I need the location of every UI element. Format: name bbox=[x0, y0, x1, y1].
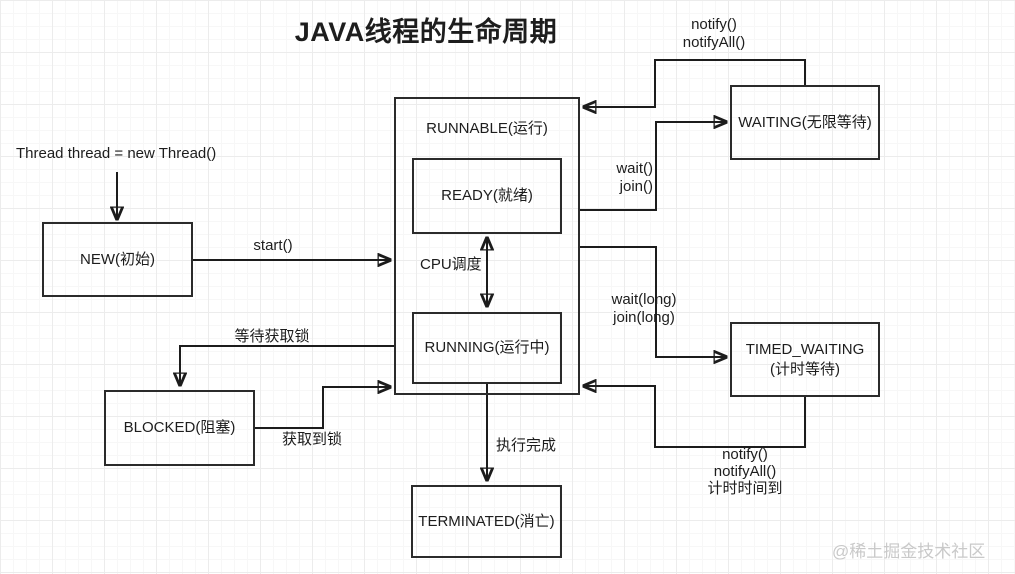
watermark: @稀土掘金技术社区 bbox=[832, 542, 986, 561]
edge-wait-for-lock-arrow bbox=[180, 345, 394, 385]
node-running: RUNNING(运行中) bbox=[412, 312, 562, 384]
node-ready-label: READY(就绪) bbox=[441, 187, 533, 204]
node-timed-waiting-label: TIMED_WAITING(计时等待) bbox=[745, 340, 865, 378]
node-waiting: WAITING(无限等待) bbox=[730, 85, 880, 160]
node-runnable: RUNNABLE(运行) bbox=[394, 97, 580, 395]
node-blocked-label: BLOCKED(阻塞) bbox=[123, 419, 236, 436]
wait-long-line2: join(long) bbox=[613, 309, 675, 326]
timed-notify-line3: 计时时间到 bbox=[707, 480, 783, 497]
node-running-label: RUNNING(运行中) bbox=[424, 339, 550, 356]
notify-line1: notify() bbox=[691, 16, 737, 33]
node-new: NEW(初始) bbox=[42, 222, 193, 297]
timed-notify-line1: notify() bbox=[722, 446, 768, 463]
edge-wait-join-line1: wait() bbox=[616, 160, 653, 177]
node-terminated: TERMINATED(消亡) bbox=[411, 485, 562, 558]
notify-line2: notifyAll() bbox=[682, 34, 746, 51]
edge-start-label: start() bbox=[253, 237, 293, 254]
edge-notify-from-waiting-arrow bbox=[584, 59, 806, 107]
page-title: JAVA线程的生命周期 bbox=[294, 17, 558, 47]
edge-wait-join-line2: join() bbox=[619, 178, 653, 195]
node-new-label: NEW(初始) bbox=[80, 250, 155, 268]
node-ready: READY(就绪) bbox=[412, 158, 562, 234]
edge-notify-from-waiting-label: notify() notifyAll() bbox=[654, 16, 774, 52]
node-timed-waiting: TIMED_WAITING(计时等待) bbox=[730, 322, 880, 397]
edge-create-label: Thread thread = new Thread() bbox=[16, 145, 217, 162]
edge-wait-join-label: wait() join() bbox=[573, 160, 653, 196]
edge-cpu-schedule-label: CPU调度 bbox=[420, 256, 482, 273]
wait-long-line1: wait(long) bbox=[611, 291, 677, 308]
edge-notify-from-timed-waiting-arrow bbox=[584, 386, 806, 448]
edge-wait-for-lock-label: 等待获取锁 bbox=[234, 328, 310, 345]
node-blocked: BLOCKED(阻塞) bbox=[104, 390, 255, 466]
edge-lock-acquired-arrow bbox=[255, 387, 390, 429]
timed-notify-line2: notifyAll() bbox=[713, 463, 777, 480]
edge-run-complete-label: 执行完成 bbox=[495, 437, 556, 454]
edge-notify-from-timed-waiting-label: notify() notifyAll() 计时时间到 bbox=[684, 446, 806, 497]
edge-lock-acquired-label: 获取到锁 bbox=[281, 431, 342, 448]
edge-wait-long-arrow bbox=[580, 246, 726, 357]
edge-wait-long-label: wait(long) join(long) bbox=[596, 291, 692, 327]
node-terminated-label: TERMINATED(消亡) bbox=[418, 512, 555, 530]
node-runnable-label: RUNNABLE(运行) bbox=[426, 120, 548, 137]
node-waiting-label: WAITING(无限等待) bbox=[738, 113, 872, 131]
edge-wait-join-arrow bbox=[580, 122, 726, 211]
